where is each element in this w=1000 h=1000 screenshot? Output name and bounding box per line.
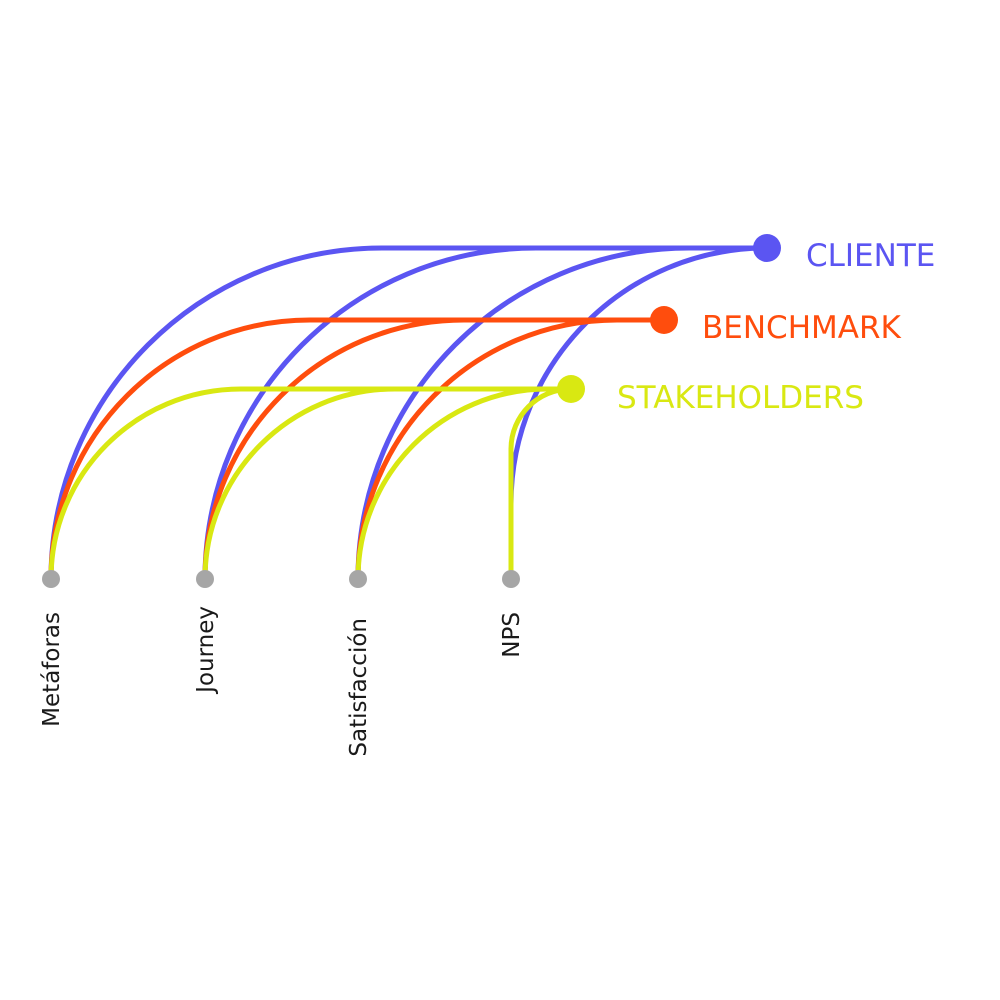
source-label-metaforas: Metáforas <box>39 612 65 727</box>
links-layer <box>48 245 770 582</box>
source-label-journey: Journey <box>193 606 219 695</box>
link-metaforas-benchmark <box>48 317 667 582</box>
source-dot-metaforas <box>42 570 60 588</box>
link-metaforas-stakeholders <box>48 386 574 582</box>
source-dot-journey <box>196 570 214 588</box>
hub-dot-cliente <box>753 234 781 262</box>
link-journey-stakeholders <box>202 386 574 582</box>
link-journey-benchmark <box>202 317 667 582</box>
hub-label-cliente: CLIENTE <box>806 238 935 274</box>
hub-label-benchmark: BENCHMARK <box>702 310 901 346</box>
source-label-nps: NPS <box>499 612 525 658</box>
hub-dot-stakeholders <box>557 375 585 403</box>
source-dot-satisfaccion <box>349 570 367 588</box>
source-label-satisfaccion: Satisfacción <box>346 618 372 757</box>
hub-dot-benchmark <box>650 306 678 334</box>
link-satisfaccion-stakeholders <box>355 386 574 582</box>
source-dot-nps <box>502 570 520 588</box>
link-nps-cliente <box>508 245 770 582</box>
hub-label-stakeholders: STAKEHOLDERS <box>617 380 864 416</box>
link-nps-stakeholders <box>508 386 574 582</box>
